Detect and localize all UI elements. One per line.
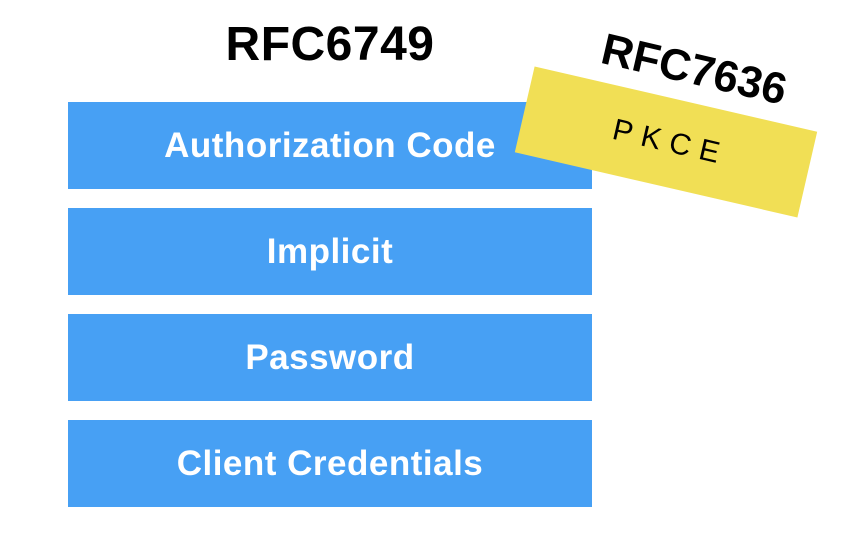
grant-type-bar-password: Password — [68, 314, 592, 401]
grant-type-label: Client Credentials — [176, 443, 484, 483]
grant-type-label: Authorization Code — [164, 125, 496, 165]
grant-type-label: Password — [245, 337, 415, 377]
pkce-label: PKCE — [609, 113, 732, 172]
grant-type-label: Implicit — [266, 231, 394, 271]
grant-type-bar-authorization-code: Authorization Code — [68, 102, 592, 189]
grant-type-bar-client-credentials: Client Credentials — [68, 420, 592, 507]
rfc6749-title: RFC6749 — [225, 18, 435, 71]
grant-type-bar-implicit: Implicit — [68, 208, 592, 295]
